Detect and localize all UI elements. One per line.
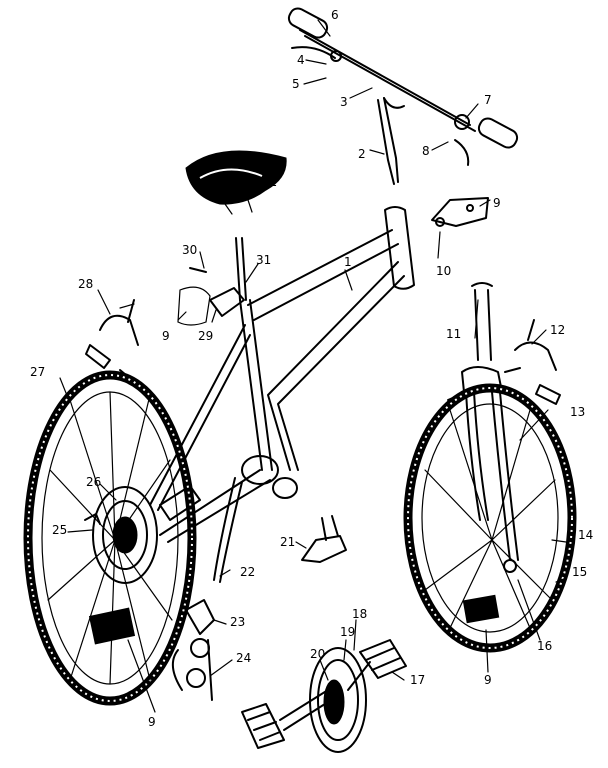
front-derailleur (301, 515, 347, 563)
top-tube (247, 229, 393, 306)
front-reflector-bracket (431, 197, 489, 227)
bottom-bracket (272, 477, 298, 499)
left-pedal (241, 703, 285, 749)
callout-1: 1 (344, 255, 352, 269)
callout-14: 14 (578, 528, 593, 542)
seat-stay (149, 324, 246, 506)
callout-4: 4 (297, 53, 305, 67)
leader-lines (59, 19, 567, 713)
callout-26: 26 (86, 475, 101, 489)
seat-tube (239, 299, 263, 471)
rear-brake (85, 299, 139, 381)
handlebar (299, 29, 471, 126)
callout-2: 2 (358, 147, 366, 161)
callout-18: 18 (352, 607, 367, 621)
rear-tire (23, 370, 197, 706)
callout-27: 27 (30, 365, 45, 379)
front-wheel-reflector (462, 594, 500, 624)
callout-10: 10 (436, 264, 451, 278)
front-wheel (403, 383, 577, 653)
callout-8: 8 (422, 144, 430, 158)
left-shifter (330, 50, 342, 62)
rear-wheel (23, 370, 197, 706)
front-spokes (424, 409, 556, 629)
callout-9-rear-wheel: 9 (148, 715, 156, 729)
callout-30: 30 (182, 243, 197, 257)
callout-7: 7 (484, 93, 492, 107)
left-crank-arm (279, 689, 329, 721)
right-grip (477, 117, 519, 149)
head-tube (384, 206, 415, 290)
reflector-bracket (177, 286, 211, 326)
callout-28: 28 (78, 277, 93, 291)
rear-axle-nut (84, 513, 101, 525)
right-shifter (454, 114, 470, 130)
seat-clamp (209, 287, 245, 317)
down-tube (267, 261, 399, 471)
front-rim (421, 403, 559, 633)
callout-22: 22 (240, 565, 255, 579)
callout-9-front-bracket: 9 (493, 196, 501, 210)
saddle (185, 150, 287, 215)
rear-wheel-reflector (88, 607, 136, 645)
kickstand (213, 477, 236, 581)
right-brake-lever (454, 139, 470, 166)
callout-24: 24 (236, 651, 251, 665)
callout-12: 12 (550, 323, 565, 337)
handlebar-assembly (287, 7, 519, 185)
callout-6: 6 (331, 8, 339, 22)
clamp-bolt (189, 267, 207, 273)
rear-derailleur (171, 599, 215, 701)
rear-sprocket-cluster (92, 486, 158, 584)
handlebar-stem (377, 99, 395, 185)
callout-16: 16 (537, 639, 552, 653)
front-axle (503, 559, 517, 573)
callout-25: 25 (52, 523, 67, 537)
derailleur-hanger (159, 485, 201, 521)
callout-20: 20 (310, 647, 325, 661)
right-crank-arm (347, 661, 371, 691)
callout-labels: 6 4 5 3 7 8 2 32 9 30 31 1 10 28 9 29 11… (30, 8, 593, 729)
rear-spokes (47, 391, 173, 685)
callout-21: 21 (280, 535, 295, 549)
callout-13: 13 (570, 405, 585, 419)
crankset (241, 639, 407, 753)
left-grip (287, 7, 329, 39)
frame (149, 206, 415, 583)
callout-31: 31 (256, 253, 271, 267)
callout-9-front-wheel: 9 (484, 673, 492, 687)
chain-stay (159, 469, 261, 536)
callout-11: 11 (446, 327, 461, 341)
callout-9-seat: 9 (162, 329, 170, 343)
callout-15: 15 (572, 565, 587, 579)
callout-29: 29 (198, 329, 213, 343)
chainring (309, 647, 367, 753)
callout-5: 5 (292, 77, 300, 91)
seat-post (177, 237, 247, 326)
callout-32: 32 (262, 175, 277, 189)
callout-19: 19 (340, 625, 355, 639)
front-fork (447, 282, 519, 561)
callout-23: 23 (230, 615, 245, 629)
callout-3: 3 (340, 95, 348, 109)
callout-17: 17 (410, 673, 425, 687)
